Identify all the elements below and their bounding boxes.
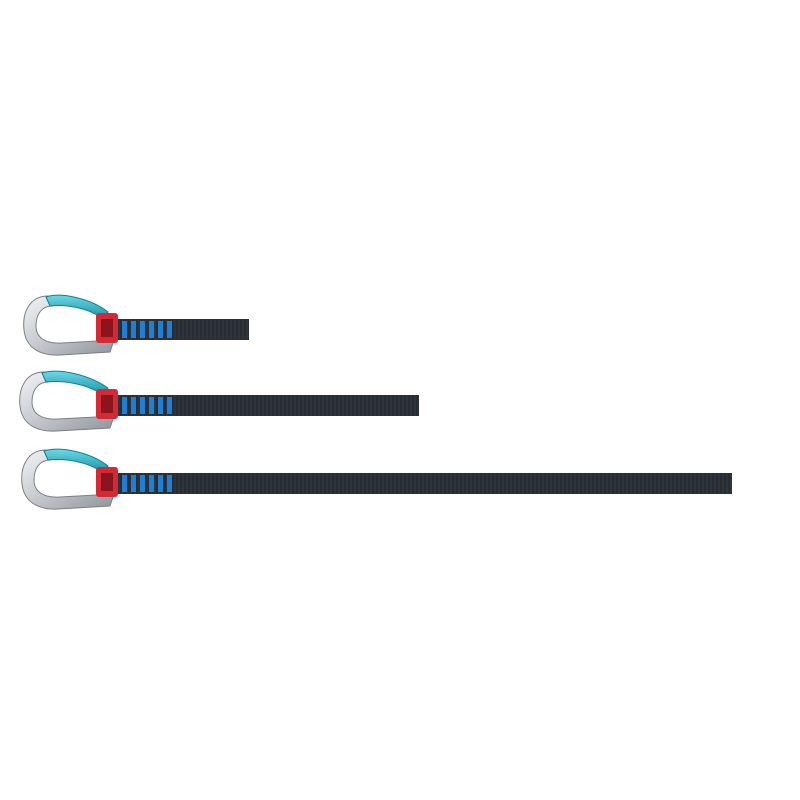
- dogbone-sling: [104, 473, 732, 494]
- dogbone-sling: [104, 395, 419, 416]
- quickdraw-long: [21, 448, 732, 510]
- bartack-stitching: [122, 321, 172, 338]
- bartack-stitching: [122, 397, 172, 414]
- bartack-stitching: [122, 475, 172, 492]
- quickdraw-short: [23, 294, 249, 356]
- quickdraw-medium: [19, 370, 419, 432]
